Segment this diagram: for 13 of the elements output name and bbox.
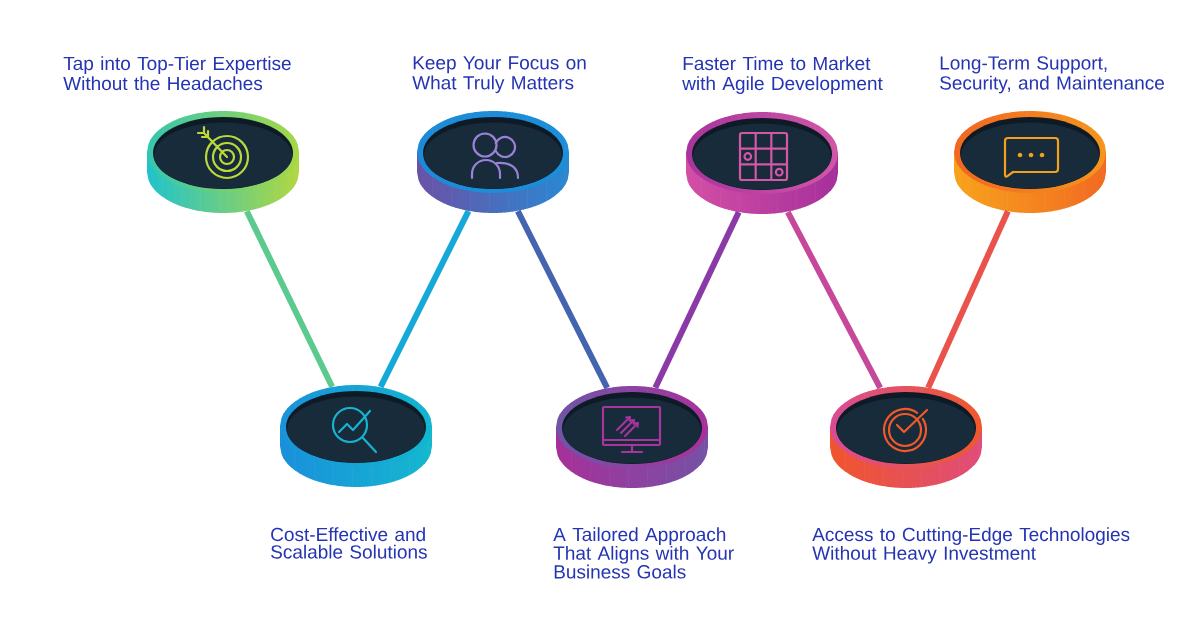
connector-line <box>377 209 472 389</box>
connector-line <box>515 209 610 390</box>
heading: Long-Term Support, Security, and Maintenance <box>940 56 1164 94</box>
heading: A Tailored Approach That Aligns with Your Business Goals <box>553 527 734 579</box>
heading: Tap into Top-Tier Expertise Without the Headaches <box>63 56 291 91</box>
connector-line <box>785 210 883 390</box>
connector-line <box>925 209 1011 390</box>
connector-line <box>652 210 742 390</box>
heading: Faster Time to Market with Agile Development <box>682 56 883 94</box>
heading: Cost-Effective and Scalable Solutions <box>271 527 427 559</box>
heading: Keep Your Focus on What Truly Matters <box>412 56 586 94</box>
heading: Access to Cutting-Edge Technologies Without Heavy Investment <box>812 527 1130 564</box>
connector-line <box>244 209 335 389</box>
